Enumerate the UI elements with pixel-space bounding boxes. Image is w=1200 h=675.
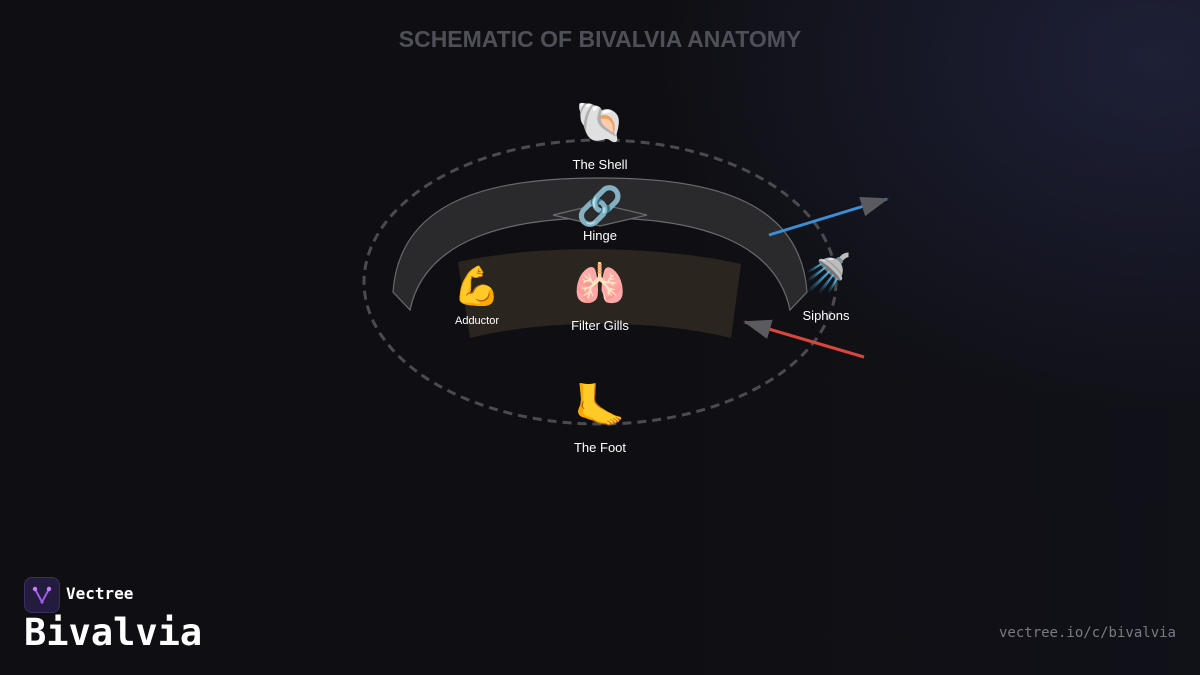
spiral-shell-icon: 🐚 (575, 100, 625, 146)
body-mass (458, 249, 741, 338)
diagram-title: SCHEMATIC OF BIVALVIA ANATOMY (398, 26, 802, 52)
page-title: Bivalvia (24, 611, 203, 654)
shell-shape (392, 177, 808, 312)
page-url: vectree.io/c/bivalvia (998, 625, 1176, 641)
brand-logo-icon (24, 577, 60, 613)
hinge-label: Hinge (583, 228, 617, 243)
foot-icon: 🦶 (573, 381, 627, 430)
hinge-shape (552, 203, 648, 227)
link-icon: 🔗 (576, 184, 624, 228)
brand-name: Vectree (66, 584, 134, 603)
adductor-label: Adductor (454, 315, 500, 327)
outflow-arrow (768, 197, 889, 237)
shell-label: The Shell (572, 157, 628, 172)
gills-label: Filter Gills (571, 318, 629, 333)
shower-icon: 🚿 (804, 251, 852, 295)
foot-label: The Foot (573, 440, 627, 455)
siphons-label: Siphons (802, 308, 850, 323)
mantle-outline (362, 138, 838, 426)
inflow-arrow (743, 319, 865, 359)
flexed-biceps-icon: 💪 (453, 264, 501, 308)
lungs-icon: 🫁 (573, 259, 627, 308)
